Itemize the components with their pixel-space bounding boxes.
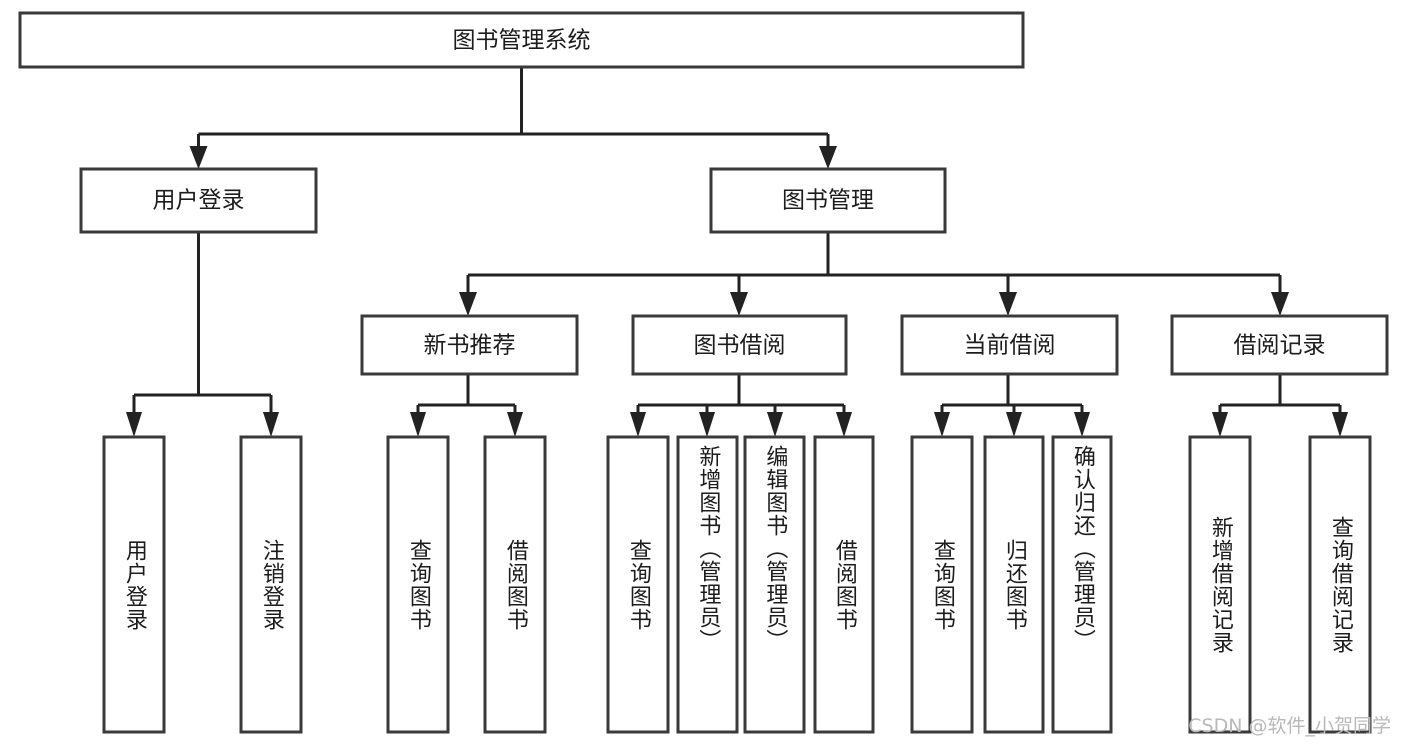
node-book-borrow[interactable]: 图书借阅 [631, 314, 848, 376]
node-user-login-box[interactable] [79, 167, 318, 234]
leaf-box-user-login[interactable] [102, 435, 166, 734]
connector-group-user-login [126, 232, 279, 437]
node-user-login-label: 用户登录 [153, 188, 245, 214]
node-book-management-label: 图书管理 [782, 188, 874, 214]
arrowhead-user-login [189, 146, 208, 169]
node-root-box[interactable] [18, 11, 1025, 69]
node-current-borrow-label: 当前借阅 [964, 333, 1056, 359]
node-user-login[interactable]: 用户登录 [79, 167, 318, 234]
arrowhead-leaf-return-book [1006, 412, 1022, 437]
node-borrow-record-label: 借阅记录 [1234, 333, 1326, 359]
node-new-book-recommend-box[interactable] [360, 314, 579, 376]
leaf-box-query-record[interactable] [1308, 435, 1372, 734]
arrowhead-leaf-confirm-return [1074, 412, 1090, 437]
leaf-box-confirm-return[interactable] [1051, 435, 1113, 734]
connector-group-book-management [459, 232, 1289, 316]
leaf-box-borrow-book-1[interactable] [483, 435, 547, 734]
leaf-box-edit-book[interactable] [743, 435, 806, 734]
arrowhead-leaf-add-record [1212, 412, 1228, 437]
arrowhead-current-borrow [999, 292, 1017, 316]
node-root-label: 图书管理系统 [453, 28, 591, 54]
arrowhead-leaf-borrow-book-1 [507, 412, 523, 437]
leaf-box-query-book-1[interactable] [386, 435, 450, 734]
arrowhead-borrow-record [1271, 292, 1289, 316]
node-book-borrow-box[interactable] [631, 314, 848, 376]
arrowhead-leaf-add-book [699, 412, 715, 437]
node-book-management-box[interactable] [709, 167, 947, 234]
leaf-box-query-book-3[interactable] [910, 435, 974, 734]
arrowhead-leaf-edit-book [767, 412, 783, 437]
connector-group-root [189, 67, 837, 169]
arrowhead-book-mgmt [819, 146, 837, 169]
leaf-box-return-book[interactable] [983, 435, 1045, 734]
leaf-box-query-book-2[interactable] [606, 435, 670, 734]
node-book-management[interactable]: 图书管理 [709, 167, 947, 234]
connector-group-current-borrow [934, 374, 1090, 437]
node-borrow-record-box[interactable] [1170, 314, 1389, 376]
arrowhead-leaf-query-record [1332, 412, 1348, 437]
arrowhead-leaf-query-book-2 [630, 412, 646, 437]
node-borrow-record[interactable]: 借阅记录 [1170, 314, 1389, 376]
leaf-box-logout[interactable] [239, 435, 303, 734]
csdn-watermark: CSDN @软件_小贺同学 [1188, 715, 1391, 737]
leaf-box-borrow-book-2[interactable] [813, 435, 875, 734]
arrowhead-leaf-query-book-1 [410, 412, 426, 437]
connector-group-new-book-rec [410, 374, 523, 437]
node-new-book-recommend[interactable]: 新书推荐 [360, 314, 579, 376]
connector-group-book-borrow [630, 374, 852, 437]
connector-group-borrow-record [1212, 374, 1348, 437]
leaf-box-add-record[interactable] [1188, 435, 1252, 734]
node-new-book-recommend-label: 新书推荐 [424, 333, 516, 359]
arrowhead-leaf-borrow-book-2 [836, 412, 852, 437]
node-current-borrow[interactable]: 当前借阅 [900, 314, 1119, 376]
node-current-borrow-box[interactable] [900, 314, 1119, 376]
arrowhead-leaf-query-book-3 [934, 412, 950, 437]
node-root[interactable]: 图书管理系统 [18, 11, 1025, 69]
arrowhead-leaf-user-login [126, 412, 142, 437]
node-book-borrow-label: 图书借阅 [694, 333, 786, 359]
leaf-box-group [102, 435, 1372, 734]
leaf-box-add-book[interactable] [676, 435, 739, 734]
arrowhead-book-borrow [730, 292, 748, 316]
arrowhead-leaf-logout [263, 412, 279, 437]
arrowhead-new-book-rec [459, 292, 477, 316]
